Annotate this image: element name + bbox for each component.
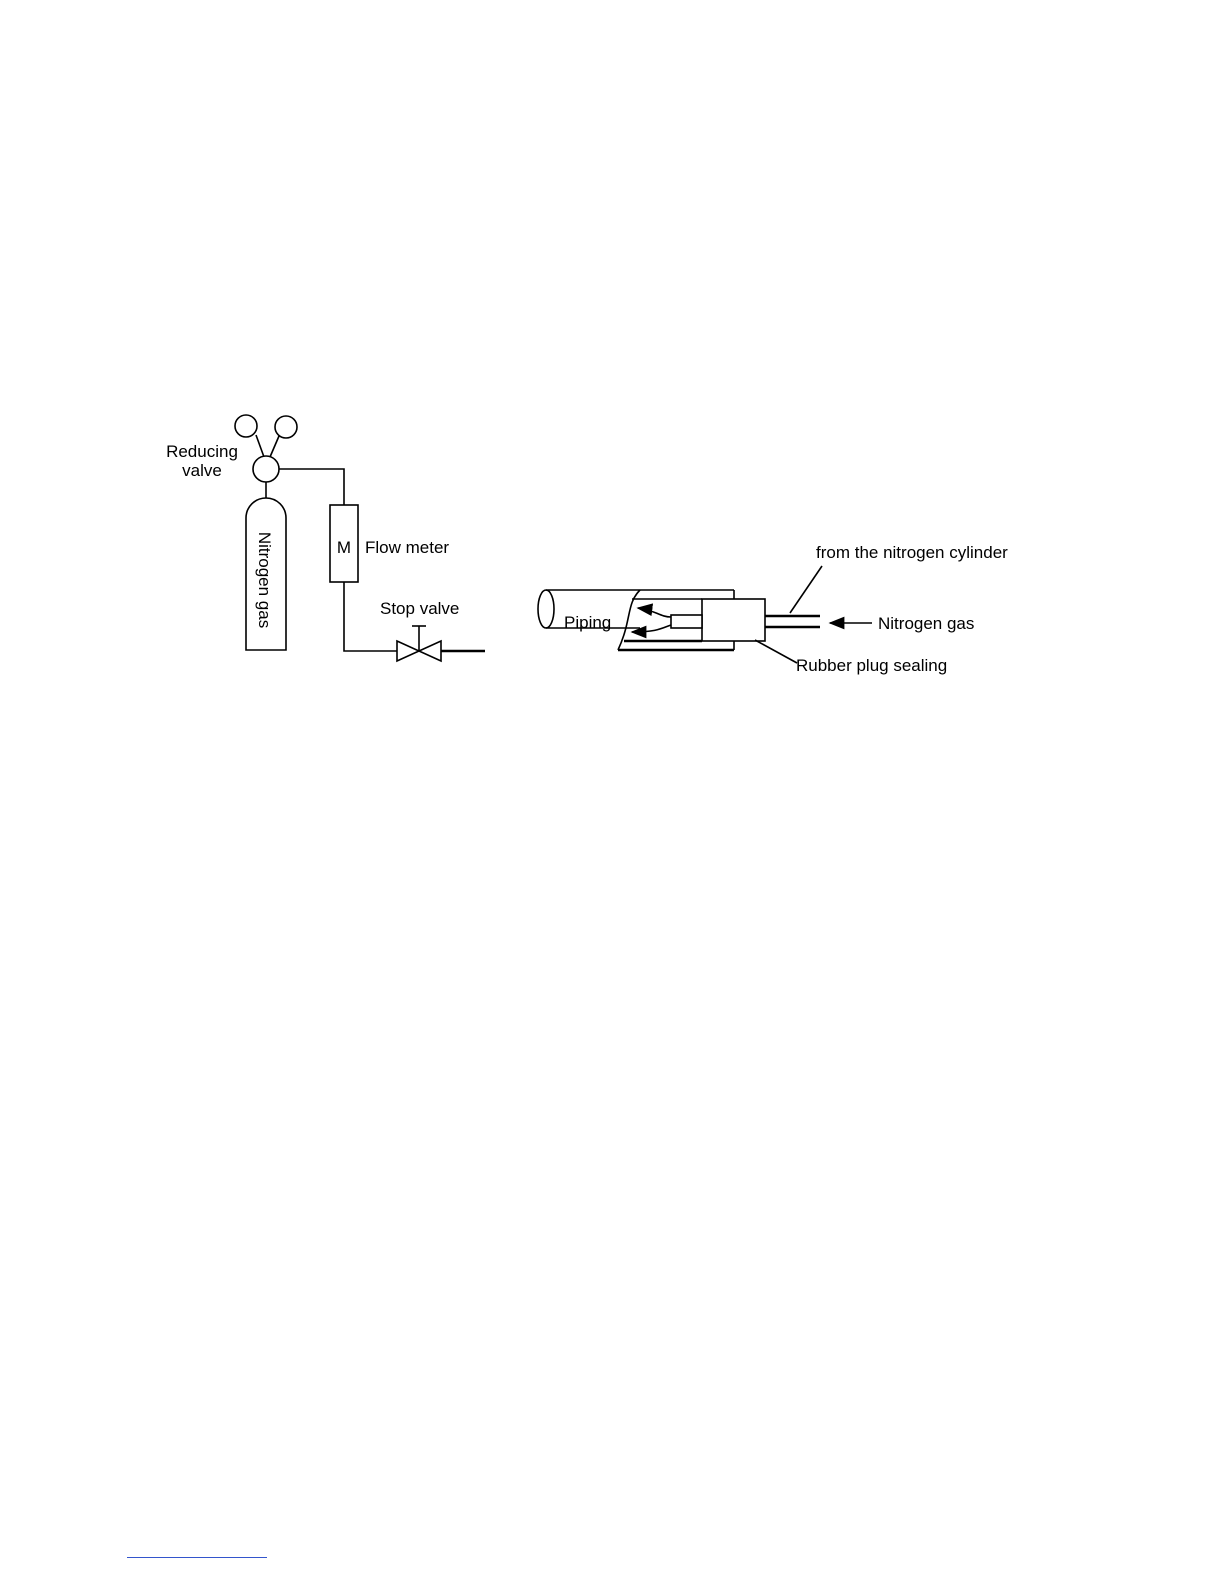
rubber-plug-icon (702, 599, 765, 641)
left-figure: Reducing valve Nitrogen gas M Flow meter… (166, 415, 485, 661)
stop-valve-label: Stop valve (380, 599, 459, 618)
flow-meter-symbol: M (337, 538, 351, 557)
stop-valve-icon (397, 626, 441, 661)
reducing-valve-label-line2: valve (182, 461, 222, 480)
gauge-icon (270, 416, 297, 457)
source-label: from the nitrogen cylinder (816, 543, 1008, 562)
reducing-valve-label-line1: Reducing (166, 442, 238, 461)
reducing-valve-icon (253, 456, 279, 482)
gauge-icon (235, 415, 264, 457)
piping-label: Piping (564, 613, 611, 632)
right-figure: Piping from the nitrogen cylinder Nitrog… (538, 543, 1008, 675)
plug-label: Rubber plug sealing (796, 656, 947, 675)
gas-label: Nitrogen gas (878, 614, 974, 633)
cylinder-label: Nitrogen gas (255, 532, 274, 628)
footnote-rule (127, 1557, 267, 1558)
nozzle-icon (671, 615, 702, 628)
flow-meter-label: Flow meter (365, 538, 449, 557)
